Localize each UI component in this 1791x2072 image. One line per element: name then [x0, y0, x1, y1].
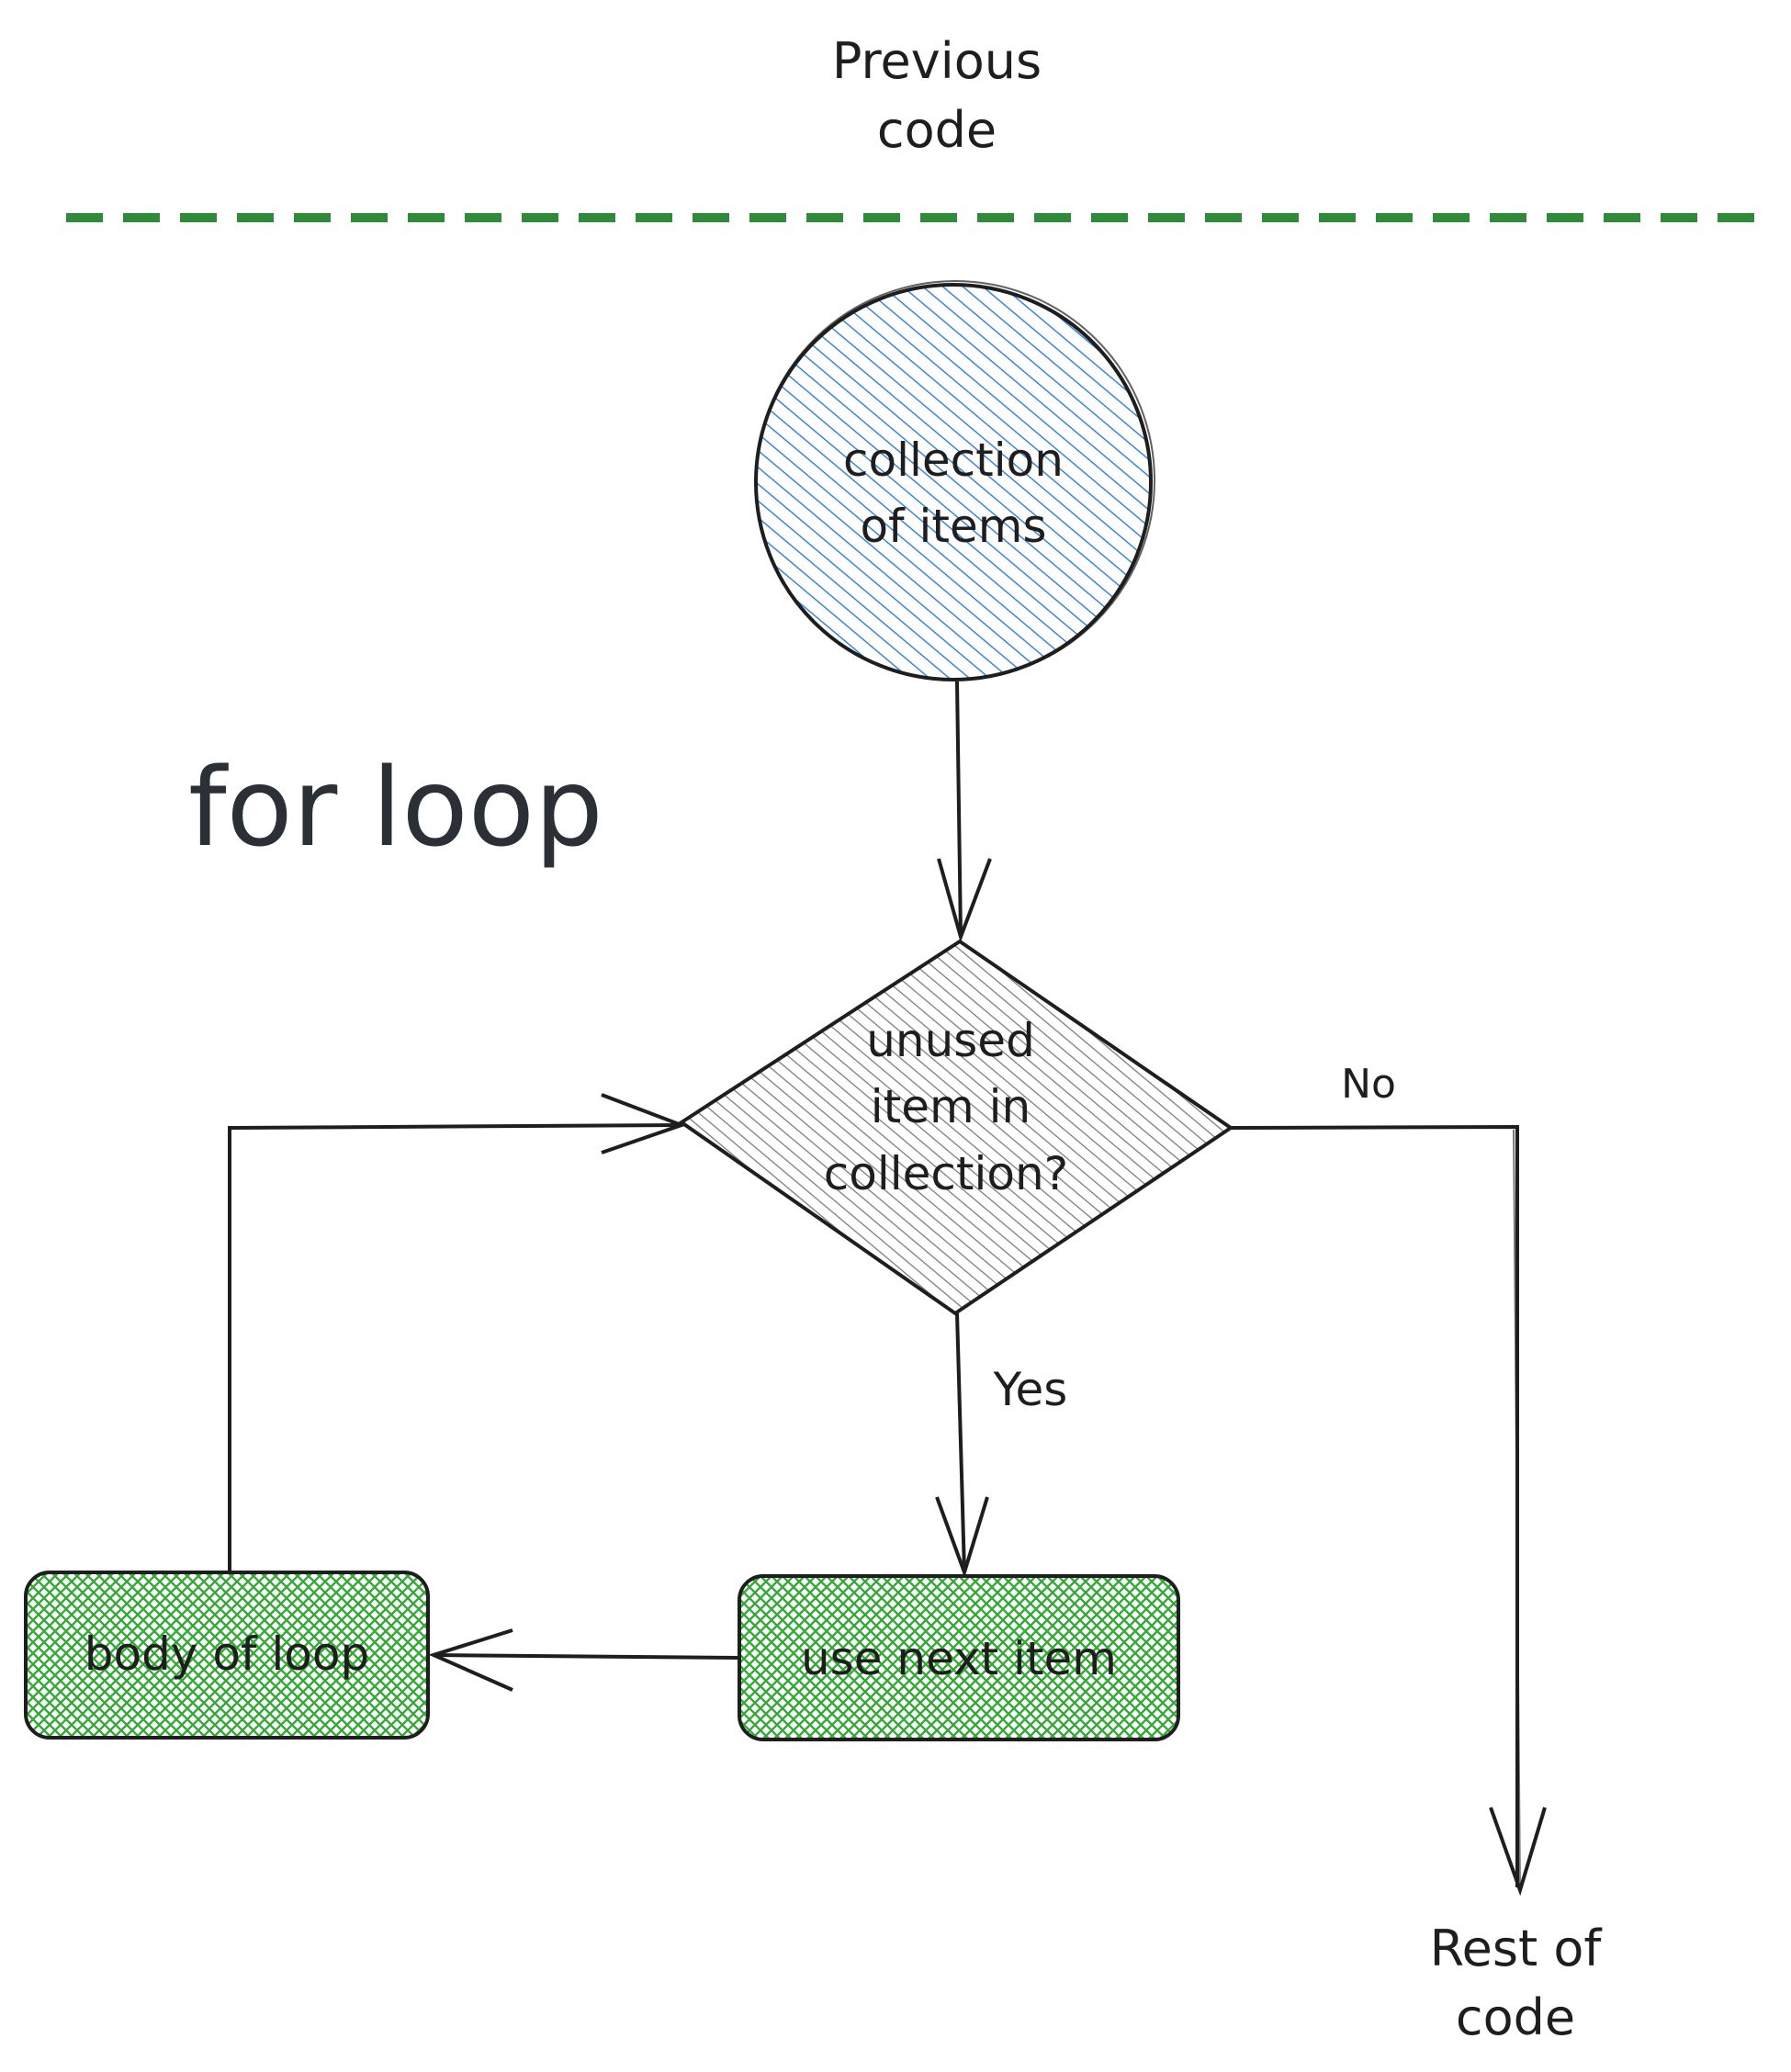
arrow-no-branch — [1230, 1124, 1547, 1897]
rest-of-code-line-2: code — [1456, 1988, 1575, 2046]
arrow-use-next-to-body — [428, 1628, 740, 1692]
decision-diamond-outline — [678, 939, 1234, 1316]
body-of-loop-outline — [24, 1571, 430, 1740]
collection-circle-fill — [756, 285, 1151, 680]
previous-code-line-2: code — [877, 101, 997, 159]
body-of-loop-label: body of loop — [84, 1627, 369, 1681]
body-of-loop-node: body of loop — [24, 1571, 430, 1740]
no-label: No — [1341, 1061, 1396, 1108]
use-next-item-node: use next item — [738, 1574, 1180, 1741]
rest-of-code-line-1: Rest of — [1430, 1920, 1604, 1977]
arrow-collection-to-decision — [937, 681, 992, 943]
use-next-item-fill — [739, 1576, 1178, 1740]
diagram-title: for loop — [188, 744, 603, 871]
use-next-item-label: use next item — [801, 1632, 1117, 1685]
decision-line-1: unused — [866, 1014, 1035, 1067]
decision-node: unused item in collection? — [678, 939, 1234, 1316]
body-of-loop-fill — [26, 1572, 428, 1738]
arrow-yes-branch — [935, 1312, 989, 1579]
collection-line-1: collection — [843, 434, 1064, 487]
decision-line-3: collection? — [824, 1147, 1068, 1200]
previous-code-line-1: Previous — [832, 32, 1042, 90]
collection-circle-sketch — [755, 280, 1155, 681]
collection-line-2: of items — [860, 500, 1046, 553]
rest-of-code-label: Rest of code — [1430, 1920, 1604, 2046]
previous-code-label: Previous code — [832, 32, 1042, 159]
decision-line-2: item in — [871, 1080, 1031, 1133]
yes-label: Yes — [993, 1363, 1068, 1416]
collection-node: collection of items — [754, 280, 1155, 681]
arrow-loop-back — [228, 1093, 687, 1571]
